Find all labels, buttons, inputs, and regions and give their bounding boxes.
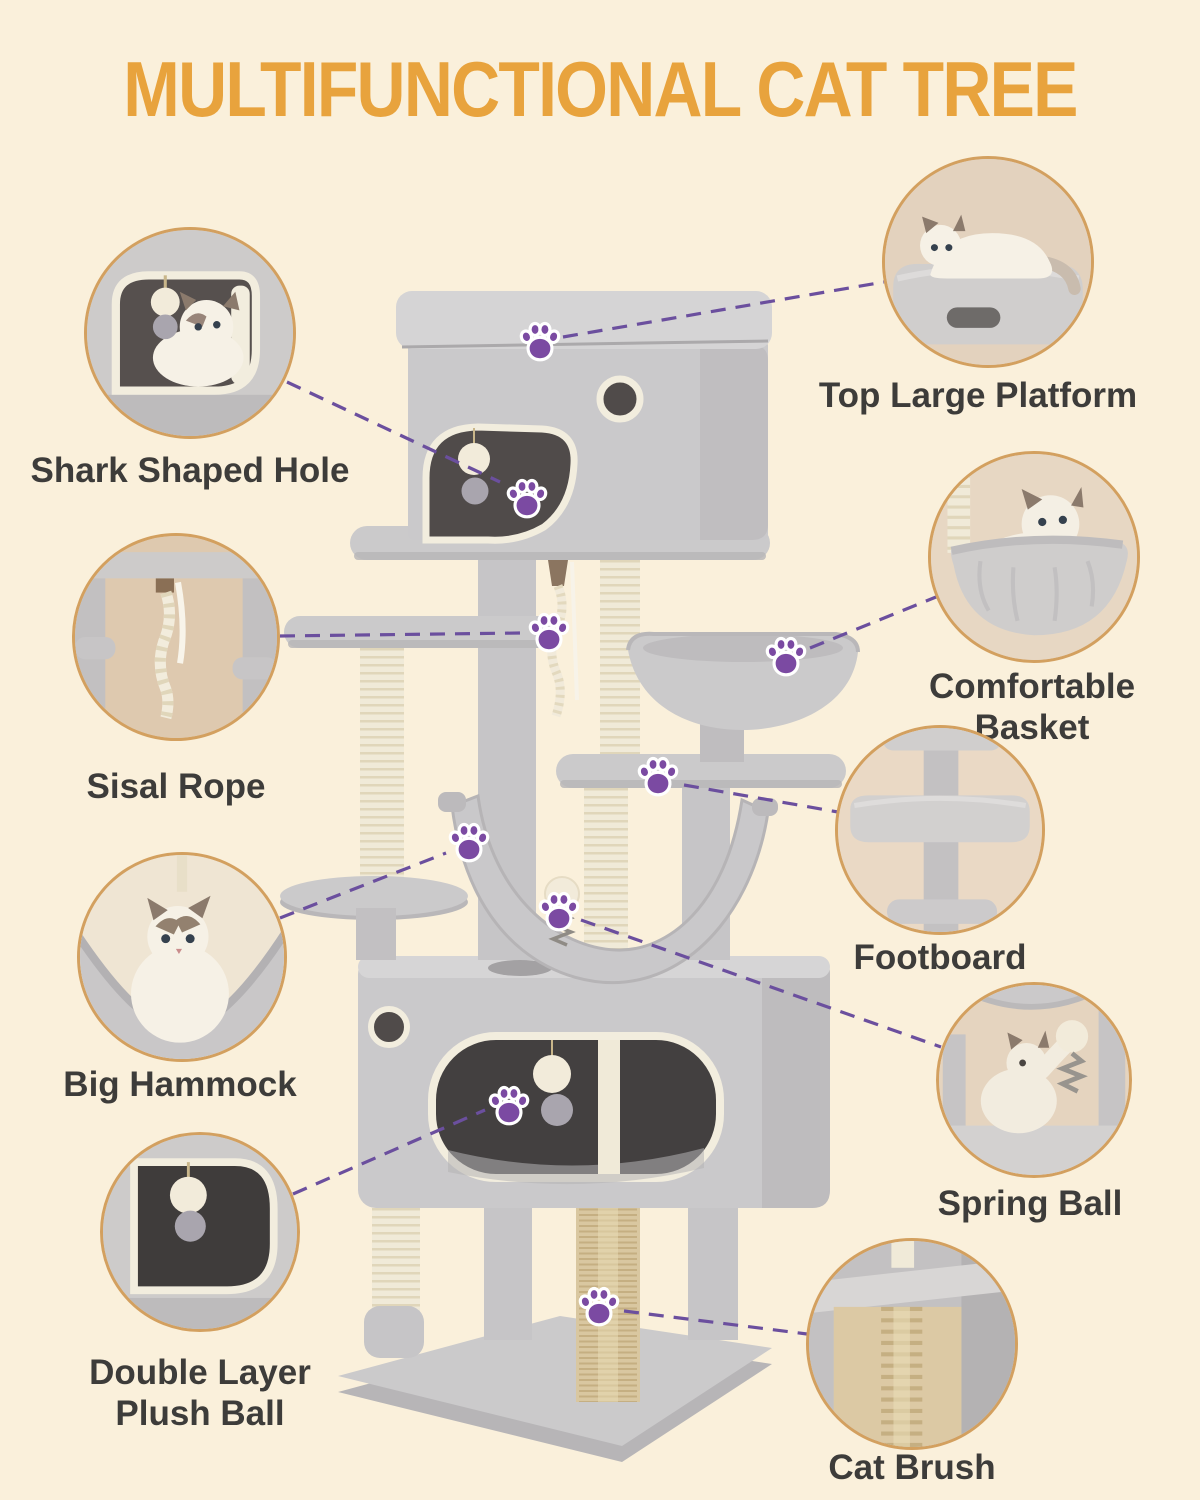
feature-photo-spring-ball — [936, 982, 1132, 1178]
double-layer-plush-ball-photo — [103, 1135, 297, 1329]
feature-photo-big-hammock — [77, 852, 287, 1062]
cat-tree-image — [280, 291, 860, 1462]
feature-photo-top-large-platform — [882, 156, 1094, 368]
page-title: MULTIFUNCTIONAL CAT TREE — [123, 45, 1078, 133]
footboard-photo — [838, 728, 1042, 932]
feature-photo-cat-brush — [806, 1238, 1018, 1450]
feature-label-double-layer-plush-ball: Double Layer Plush Ball — [89, 1353, 311, 1434]
feature-photo-comfortable-basket — [928, 451, 1140, 663]
callout-line — [683, 783, 839, 814]
sisal-rope-photo — [75, 536, 277, 738]
top-large-platform-photo — [885, 159, 1091, 365]
comfortable-basket-photo — [931, 454, 1137, 660]
feature-label-sisal-rope: Sisal Rope — [86, 767, 266, 806]
callout-line — [279, 631, 523, 638]
big-hammock-photo — [80, 855, 284, 1059]
feature-photo-shark-shaped-hole — [84, 227, 296, 439]
cat-brush-photo — [809, 1241, 1015, 1447]
feature-label-footboard: Footboard — [853, 938, 1027, 977]
feature-label-shark-shaped-hole: Shark Shaped Hole — [30, 451, 350, 490]
feature-photo-footboard — [835, 725, 1045, 935]
feature-label-top-large-platform: Top Large Platform — [818, 376, 1138, 415]
feature-label-spring-ball: Spring Ball — [937, 1184, 1123, 1223]
callout-line — [279, 851, 447, 920]
spring-ball-photo — [939, 985, 1129, 1175]
feature-label-cat-brush: Cat Brush — [828, 1448, 996, 1487]
feature-photo-sisal-rope — [72, 533, 280, 741]
shark-shaped-hole-photo — [87, 230, 293, 436]
feature-photo-double-layer-plush-ball — [100, 1132, 300, 1332]
callout-lines — [279, 280, 942, 1336]
feature-label-big-hammock: Big Hammock — [63, 1065, 297, 1104]
callout-line — [286, 380, 501, 484]
callout-line — [580, 918, 942, 1049]
callout-line — [562, 280, 885, 339]
callout-line — [623, 1309, 808, 1336]
callout-line — [292, 1108, 486, 1196]
callout-line — [809, 595, 937, 650]
